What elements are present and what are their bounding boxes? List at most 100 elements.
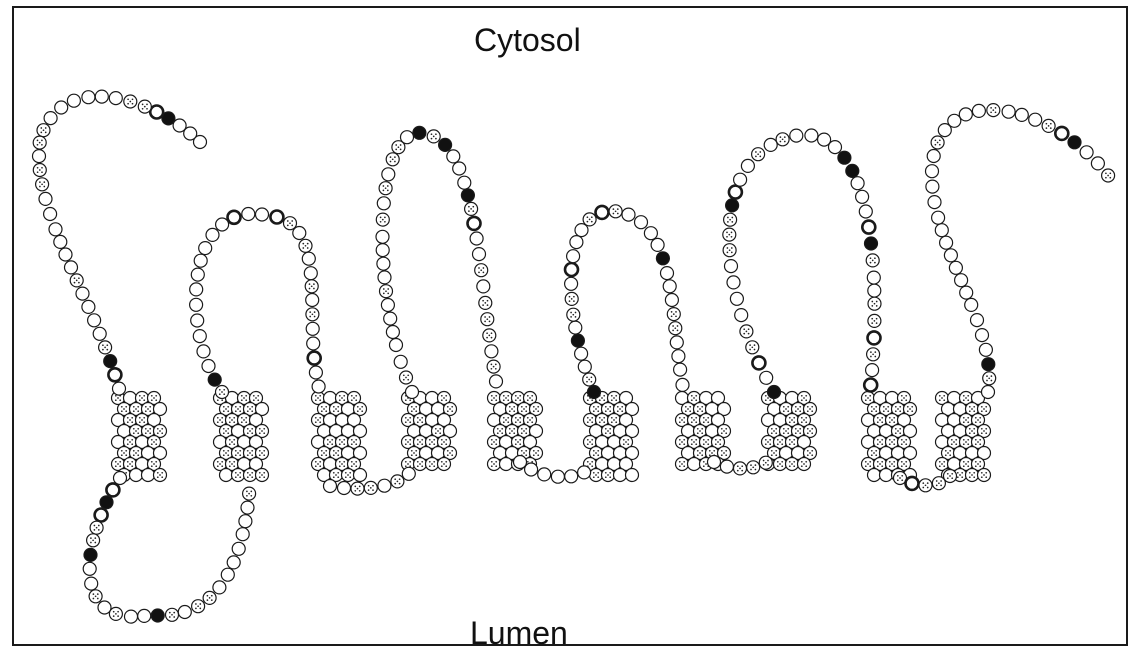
residue-open <box>735 309 748 322</box>
residue-open <box>194 254 207 267</box>
residue-filled <box>846 164 859 177</box>
residue-dotted <box>475 264 488 277</box>
residue-open <box>178 606 191 619</box>
residue-filled <box>100 496 113 509</box>
residue-open <box>514 456 527 469</box>
residue-open <box>935 224 948 237</box>
residue-dotted <box>99 341 112 354</box>
residue-open <box>338 482 351 495</box>
residue-open <box>199 242 212 255</box>
residue-open <box>227 556 240 569</box>
residue-filled <box>208 373 221 386</box>
residue-open <box>944 249 957 262</box>
residue-dotted <box>306 308 319 321</box>
residue-open <box>567 250 580 263</box>
residue-filled <box>439 138 452 151</box>
residue-dotted <box>379 182 392 195</box>
residue-open <box>932 211 945 224</box>
residue-dotted <box>483 329 496 342</box>
residue-open <box>665 294 678 307</box>
residue-dotted <box>667 308 680 321</box>
residue-dotted <box>786 458 799 471</box>
residue-open <box>972 104 985 117</box>
residue-open <box>377 197 390 210</box>
residue-dotted <box>36 178 49 191</box>
residue-filled <box>461 189 474 202</box>
residue-dotted <box>966 469 979 482</box>
residue-open <box>674 363 687 376</box>
residue-open <box>760 371 773 384</box>
residue-filled <box>571 334 584 347</box>
residue-open <box>565 277 578 290</box>
residue-open <box>551 470 564 483</box>
residue-open <box>406 386 419 399</box>
residue-dotted <box>380 285 393 298</box>
residue-dotted <box>944 470 957 483</box>
residue-open <box>241 501 254 514</box>
residue-dotted <box>192 600 205 613</box>
residue-dotted <box>776 133 789 146</box>
residue-open <box>453 162 466 175</box>
residue-dotted <box>723 244 736 257</box>
residue-open <box>979 343 992 356</box>
residue-dotted <box>983 372 996 385</box>
residue-open <box>948 114 961 127</box>
residue-open <box>927 150 940 163</box>
residue-open <box>138 609 151 622</box>
residue-open <box>982 386 995 399</box>
residue-filled <box>413 126 426 139</box>
residue-dotted <box>931 136 944 149</box>
residue-open <box>447 150 460 163</box>
residue-open <box>95 90 108 103</box>
residue-open <box>221 568 234 581</box>
residue-open <box>1002 105 1015 118</box>
residue-open <box>720 460 733 473</box>
residue-dotted <box>124 95 137 108</box>
residue-dotted <box>567 308 580 321</box>
residue-open <box>377 257 390 270</box>
residue-open <box>880 469 893 482</box>
residue-open <box>538 468 551 481</box>
residue-dotted <box>669 322 682 335</box>
residue-dotted <box>565 292 578 305</box>
residue-dotted <box>978 469 991 482</box>
residue-open <box>868 284 881 297</box>
residue-open <box>83 562 96 575</box>
residue-open <box>672 350 685 363</box>
cytosol-label: Cytosol <box>474 24 581 56</box>
residue-open <box>381 299 394 312</box>
residue-open <box>306 322 319 335</box>
residue-open <box>376 230 389 243</box>
residue-dotted <box>1042 119 1055 132</box>
residue-open <box>622 208 635 221</box>
residue-open <box>1091 157 1104 170</box>
residue-dotted <box>602 469 615 482</box>
residue-filled <box>104 355 117 368</box>
residue-open <box>614 469 627 482</box>
residue-dotted <box>734 462 747 475</box>
residue-open <box>458 176 471 189</box>
residue-bold <box>868 331 881 344</box>
residue-dotted <box>583 373 596 386</box>
residue-dotted <box>919 479 932 492</box>
residue-open <box>125 610 138 623</box>
residue-open <box>191 314 204 327</box>
residue-open <box>378 271 391 284</box>
residue-open <box>82 300 95 313</box>
residue-dotted <box>256 469 269 482</box>
residue-bold <box>95 509 108 522</box>
residue-bold <box>906 477 919 490</box>
residue-open <box>213 581 226 594</box>
residue-open <box>202 360 215 373</box>
residue-dotted <box>400 371 413 384</box>
residue-open <box>173 119 186 132</box>
residue-open <box>661 267 674 280</box>
residue-dotted <box>138 100 151 113</box>
residue-open <box>293 227 306 240</box>
residue-open <box>59 248 72 261</box>
residue-open <box>376 244 389 257</box>
residue-open <box>382 168 395 181</box>
residue-open <box>386 326 399 339</box>
residue-dotted <box>376 213 389 226</box>
residue-open <box>206 228 219 241</box>
